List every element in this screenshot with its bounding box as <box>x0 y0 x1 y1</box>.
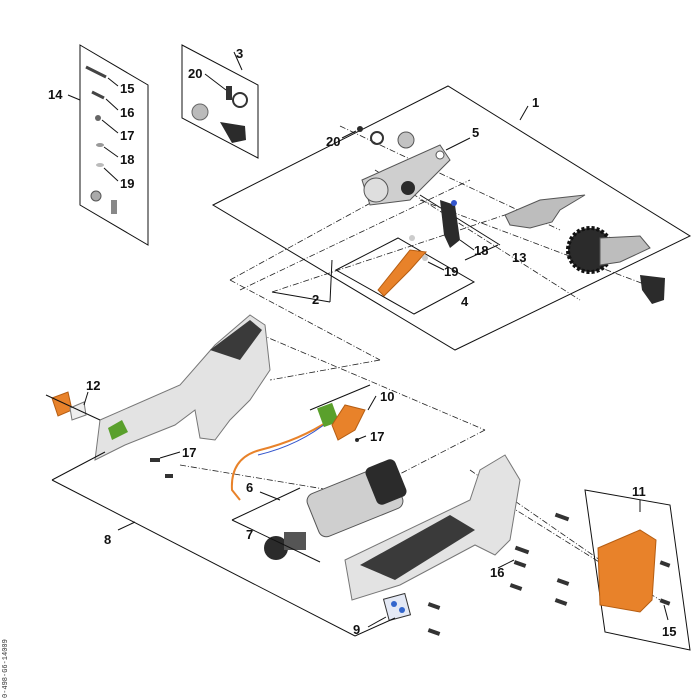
callout-9: 9 <box>353 622 360 637</box>
washer-part-19 <box>96 163 119 182</box>
callout-18-head: 18 <box>474 243 488 258</box>
callout-3: 3 <box>236 46 243 61</box>
screw-part-16 <box>91 90 119 111</box>
callout-18-kit: 18 <box>120 152 134 167</box>
callout-16-handle: 16 <box>490 565 504 580</box>
callout-17-kit: 17 <box>120 128 134 143</box>
callout-13: 13 <box>512 250 526 265</box>
handle-housing-right <box>344 454 521 601</box>
assembly-frame-1 <box>211 85 692 351</box>
motor-part-6 <box>306 459 407 538</box>
gear-adapter-part-7 <box>264 532 306 560</box>
callout-7: 7 <box>246 527 253 542</box>
callout-11: 11 <box>632 484 646 499</box>
callout-8: 8 <box>104 532 111 547</box>
callout-15-kit: 15 <box>120 81 134 96</box>
callout-5: 5 <box>472 125 479 140</box>
callout-4: 4 <box>461 294 469 309</box>
callout-20-kit: 20 <box>188 66 202 81</box>
callout-16-kit: 16 <box>120 105 134 120</box>
screw-bottom <box>90 190 117 214</box>
callout-15-cover: 15 <box>662 624 676 639</box>
head-housing-part-5 <box>357 126 451 206</box>
kit-box-3 <box>181 44 259 159</box>
cover-part-11 <box>584 489 691 651</box>
callout-19-kit: 19 <box>120 176 134 191</box>
gear-part <box>191 103 209 121</box>
callout-14: 14 <box>48 87 63 102</box>
callout-labels: 1 2 3 4 5 6 7 8 9 10 11 12 13 14 15 15 1… <box>48 46 676 639</box>
wire-harness <box>230 402 339 501</box>
callout-10: 10 <box>380 389 394 404</box>
screw-part-15 <box>85 65 119 87</box>
lower-blade-gear <box>566 226 665 304</box>
kit-box-14 <box>67 44 149 246</box>
washer-part-18 <box>96 143 119 158</box>
trigger-part-10 <box>331 404 366 441</box>
callout-2: 2 <box>312 292 319 307</box>
washer-part-17 <box>95 115 119 134</box>
callout-12: 12 <box>86 378 100 393</box>
gear-part-head <box>397 131 415 149</box>
callout-17-handle: 17 <box>182 445 196 460</box>
spring-washer <box>232 92 248 108</box>
screw-part-20 <box>226 86 232 100</box>
loose-screws <box>150 438 671 636</box>
callout-19-head: 19 <box>444 264 458 279</box>
label-part-9 <box>382 592 412 622</box>
document-id: 0-498-G6-14009 <box>2 639 10 698</box>
trigger-spring-part-13 <box>440 200 460 248</box>
washer-part <box>370 131 384 145</box>
nut-part <box>220 122 246 143</box>
callout-6: 6 <box>246 480 253 495</box>
cover-part-12 <box>51 391 87 421</box>
upper-blade <box>504 194 586 229</box>
handle-housing-left <box>94 314 271 461</box>
screw-part-20 <box>357 126 363 132</box>
orange-lever-part-4 <box>377 235 428 297</box>
leader-lines <box>45 130 669 637</box>
callout-1: 1 <box>532 95 539 110</box>
callout-17-trigger: 17 <box>370 429 384 444</box>
callout-20-head: 20 <box>326 134 340 149</box>
